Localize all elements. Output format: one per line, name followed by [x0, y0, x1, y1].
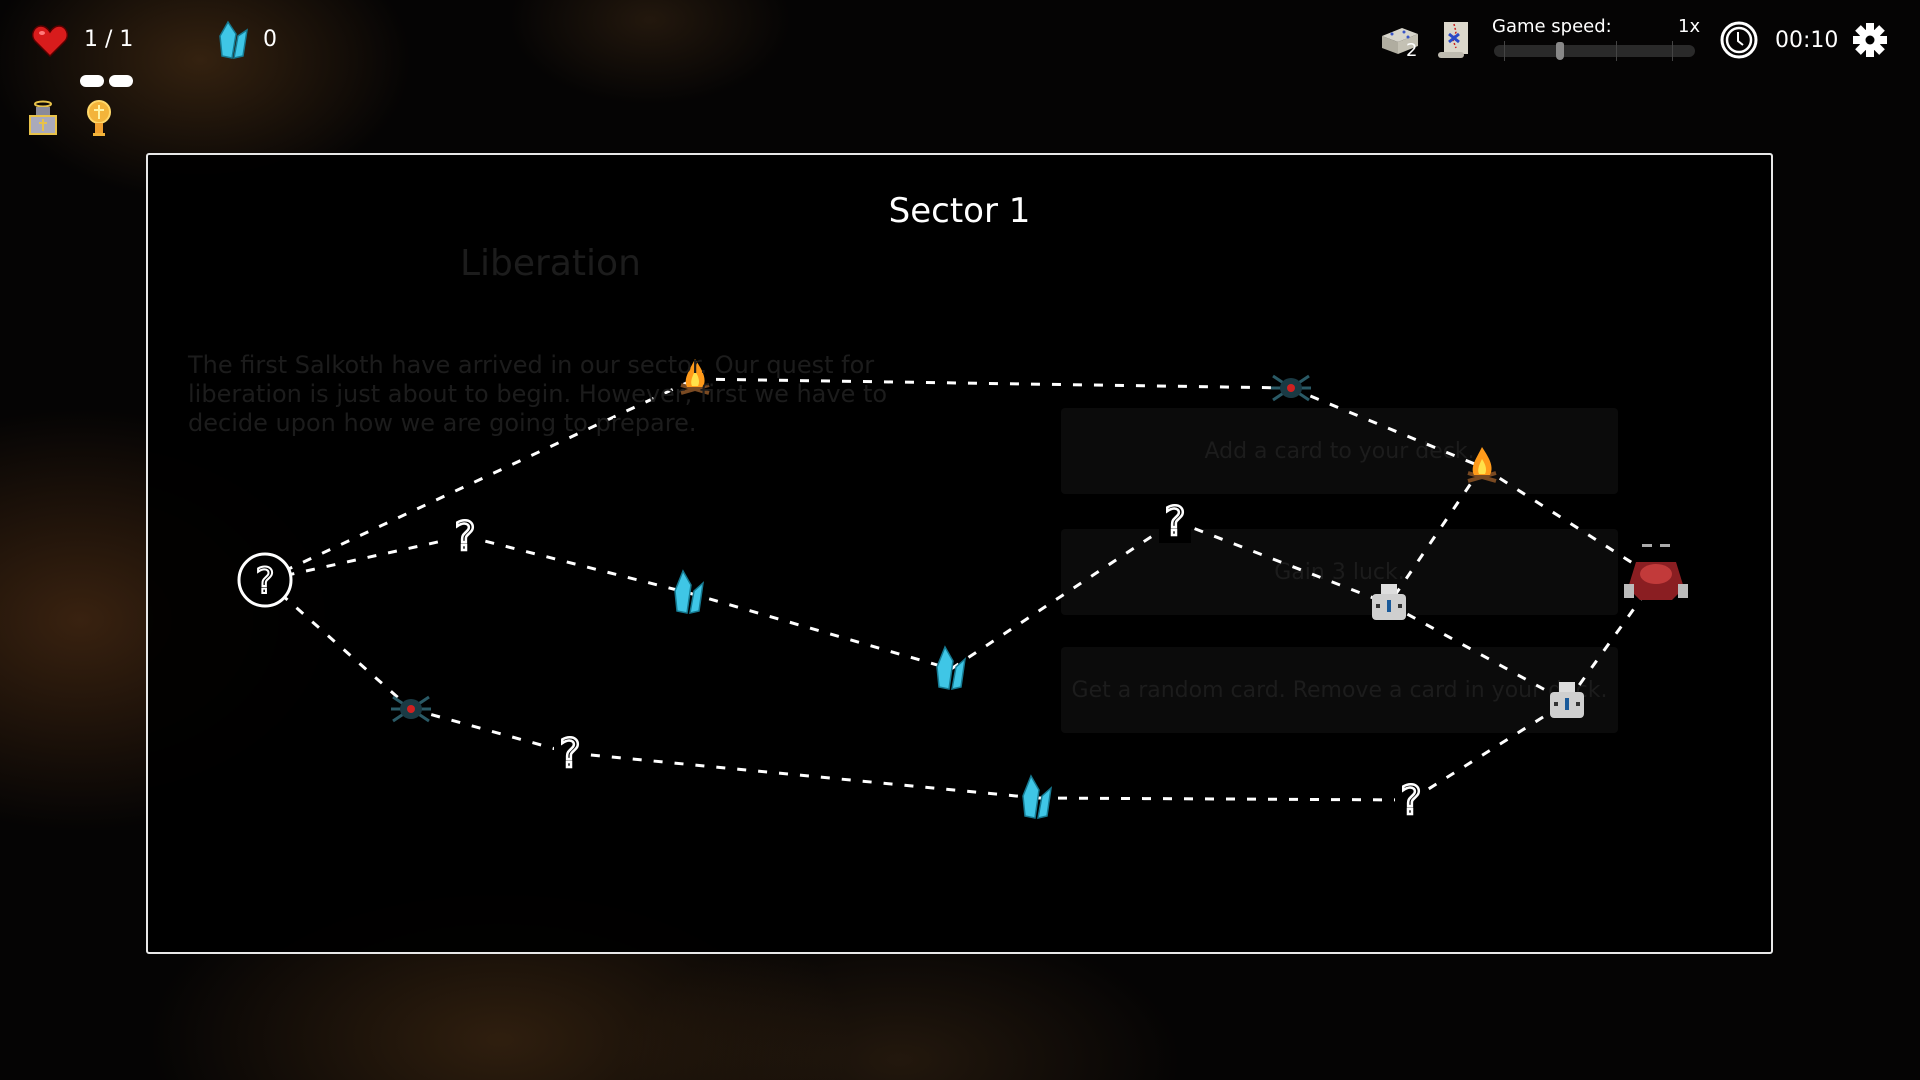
mystery-icon: ? — [449, 513, 481, 561]
mystery-icon: ? — [1395, 777, 1427, 825]
sector-title: Sector 1 — [888, 191, 1031, 231]
map-path — [264, 578, 412, 711]
map-path — [464, 534, 690, 595]
map-path — [1481, 465, 1657, 580]
map-path — [569, 751, 1038, 800]
timer: 00:10 — [1775, 28, 1839, 53]
map-path — [1174, 519, 1390, 606]
robot-enemy-icon — [1550, 682, 1584, 718]
deck-icon[interactable] — [1380, 24, 1420, 62]
gear-icon[interactable] — [1852, 22, 1888, 62]
robot-enemy-node[interactable] — [1550, 682, 1584, 718]
mystery-icon: ? — [1159, 498, 1191, 546]
boss-enemy-icon — [1624, 544, 1688, 600]
clock-icon — [1719, 20, 1759, 64]
sector-map: ????? — [237, 359, 1688, 825]
svg-text:?: ? — [1164, 499, 1185, 545]
sector-map-panel: Add a card to your deck. Gain 3 luck. Ge… — [146, 153, 1773, 954]
svg-text:?: ? — [559, 731, 580, 777]
campfire-node[interactable] — [680, 359, 710, 395]
map-path — [1036, 796, 1412, 802]
crystal-icon — [216, 20, 250, 64]
heart-icon — [32, 24, 68, 62]
crystal-icon — [674, 569, 705, 614]
map-path — [1290, 386, 1483, 469]
robot-enemy-icon — [1372, 584, 1406, 620]
spider-enemy-node[interactable] — [391, 695, 431, 723]
crystal-node[interactable] — [1022, 774, 1053, 819]
svg-text:?: ? — [255, 561, 274, 602]
slider-tick — [1672, 41, 1673, 61]
mystery-large-icon: ? — [237, 552, 293, 608]
event-description: The first Salkoth have arrived in our se… — [188, 351, 888, 437]
svg-text:?: ? — [454, 514, 475, 560]
game-speed-slider[interactable] — [1494, 41, 1695, 61]
map-path — [950, 519, 1176, 671]
boss-enemy-node[interactable] — [1624, 544, 1688, 600]
map-path — [264, 377, 696, 582]
slider-knob[interactable] — [1556, 42, 1565, 60]
pill-indicator — [80, 75, 104, 87]
campfire-icon — [1467, 447, 1497, 483]
spider-enemy-icon — [1271, 374, 1311, 402]
slider-tick — [1616, 41, 1617, 61]
deck-count: 2 — [1406, 40, 1418, 61]
event-option: Gain 3 luck. — [1061, 529, 1618, 615]
event-option: Add a card to your deck. — [1061, 408, 1618, 494]
holy-lamp-icon[interactable] — [86, 99, 112, 141]
map-path — [694, 377, 1292, 390]
map-path — [410, 707, 571, 755]
holy-armor-icon[interactable] — [27, 100, 59, 140]
crystal-node[interactable] — [674, 569, 705, 614]
crystal-icon — [936, 645, 967, 690]
mystery-large-node[interactable]: ? — [237, 552, 293, 608]
mystery-node[interactable]: ? — [1395, 777, 1427, 825]
robot-enemy-node[interactable] — [1372, 584, 1406, 620]
crystal-count: 0 — [263, 27, 277, 52]
mystery-icon: ? — [554, 730, 586, 778]
event-option: Get a random card. Remove a card in your… — [1061, 647, 1618, 733]
crystal-node[interactable] — [936, 645, 967, 690]
mystery-node[interactable]: ? — [554, 730, 586, 778]
map-path — [1388, 602, 1568, 704]
slider-tick — [1504, 41, 1505, 61]
spider-enemy-icon — [391, 695, 431, 723]
map-path — [1387, 466, 1484, 605]
map-path — [1410, 700, 1568, 802]
campfire-node[interactable] — [1467, 447, 1497, 483]
svg-text:?: ? — [1400, 778, 1421, 824]
map-path — [688, 591, 952, 671]
game-speed-label: Game speed: — [1492, 16, 1612, 37]
spider-enemy-node[interactable] — [1271, 374, 1311, 402]
map-path — [264, 534, 466, 582]
event-title: Liberation — [460, 243, 641, 284]
health-value: 1 / 1 — [84, 27, 134, 52]
game-speed-value: 1x — [1678, 16, 1701, 37]
campfire-icon — [680, 359, 710, 395]
crystal-icon — [1022, 774, 1053, 819]
map-scroll-icon[interactable] — [1436, 18, 1474, 64]
mystery-node[interactable]: ? — [1159, 498, 1191, 546]
mystery-node[interactable]: ? — [449, 513, 481, 561]
pill-indicator — [109, 75, 133, 87]
